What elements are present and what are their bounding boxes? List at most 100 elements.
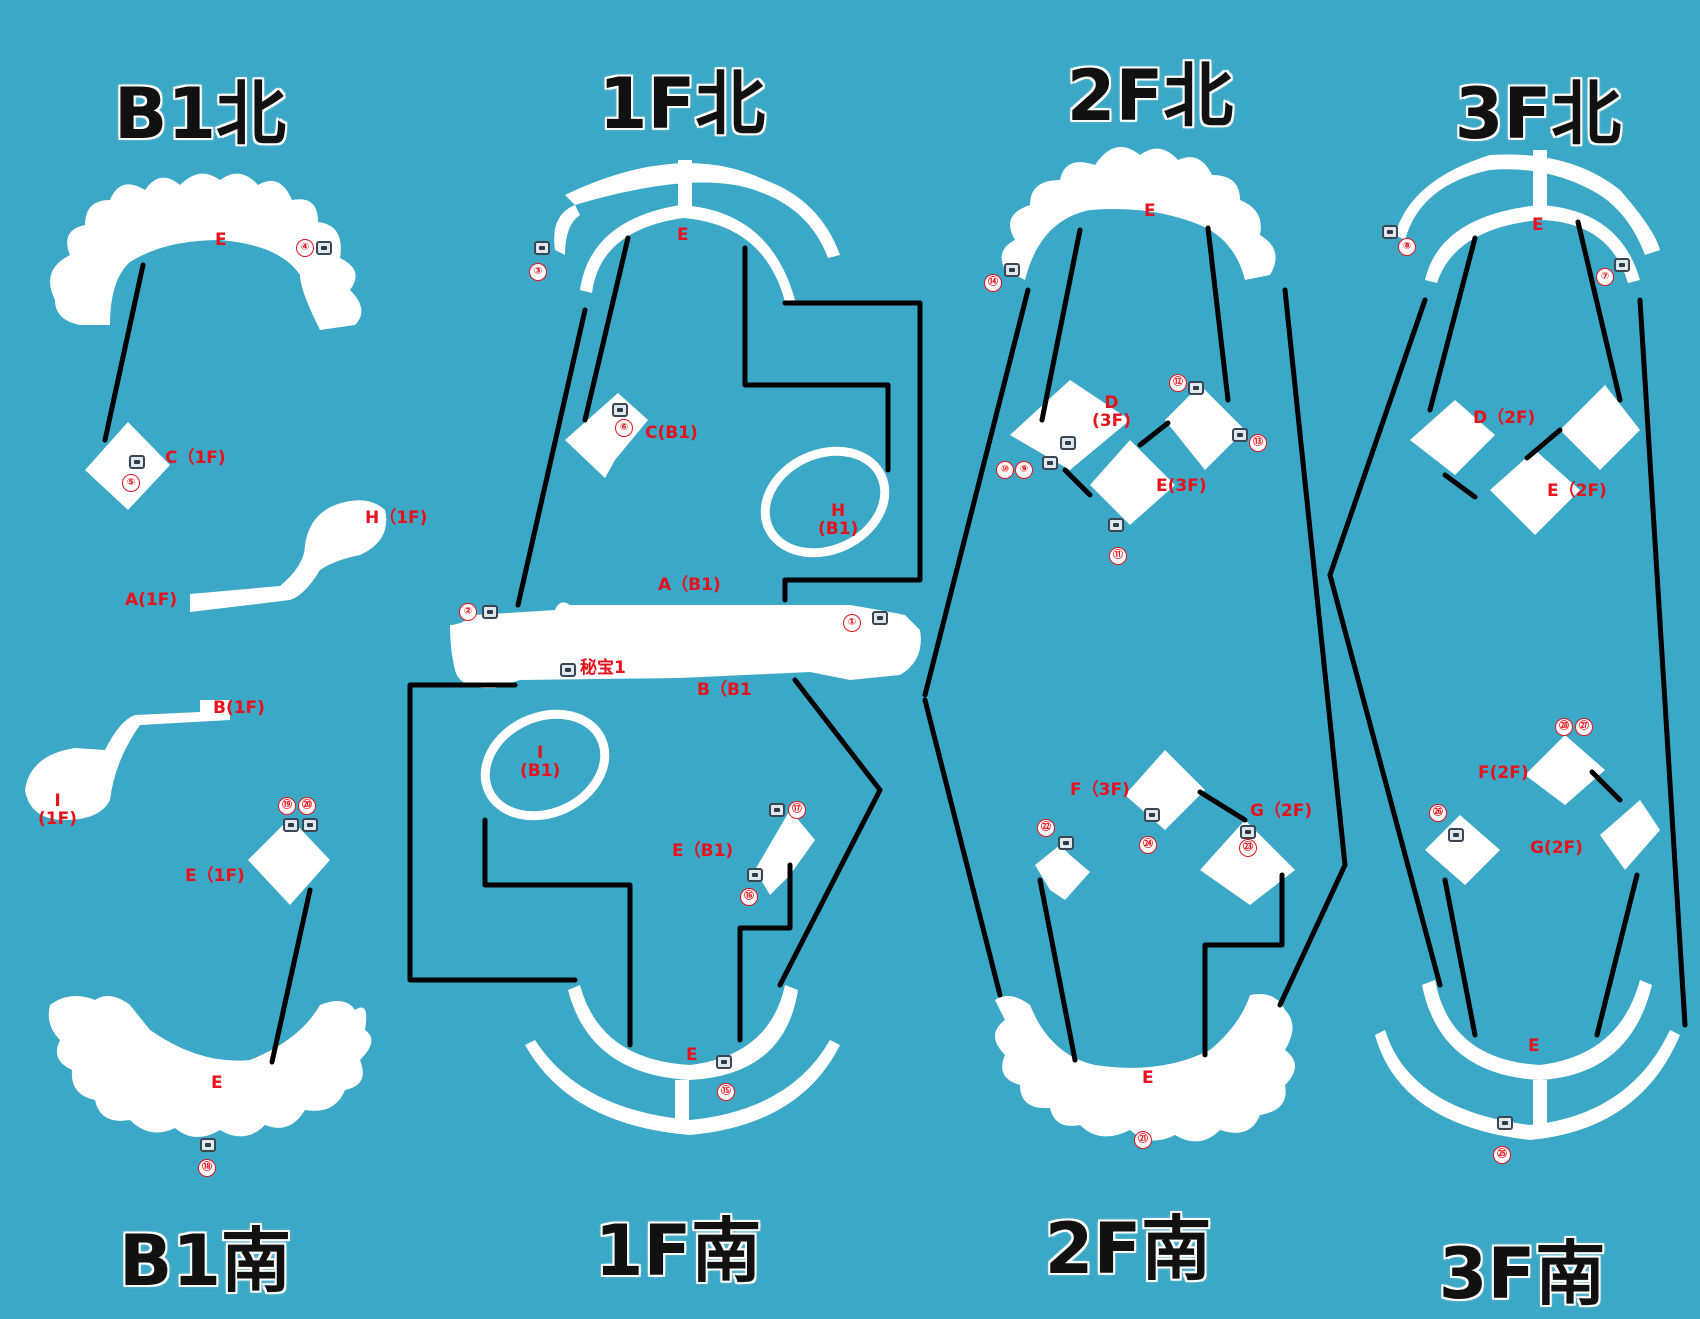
chest-icon[interactable] xyxy=(1042,456,1058,470)
label-b1-e-mid: E（1F) xyxy=(185,866,245,886)
chest-number-18: ⑱ xyxy=(198,1159,216,1177)
f3-room-right xyxy=(1560,385,1640,470)
chest-number-7: ⑦ xyxy=(1596,268,1614,286)
chest-number-20: ⑳ xyxy=(298,797,316,815)
label-b1-b: B(1F) xyxy=(213,698,265,718)
chest-number-17: ⑰ xyxy=(788,801,806,819)
f3-north-spoke xyxy=(1533,150,1547,210)
label-3f-f: F(2F) xyxy=(1478,763,1529,783)
f3-room-d xyxy=(1410,400,1495,475)
chest-icon[interactable] xyxy=(1144,808,1160,822)
label-b1-i-line1: I xyxy=(54,791,61,811)
chest-icon[interactable] xyxy=(302,818,318,832)
chest-number-16: ⑯ xyxy=(740,888,758,906)
chest-icon[interactable] xyxy=(716,1055,732,1069)
chest-number-3: ③ xyxy=(529,263,547,281)
chest-icon[interactable] xyxy=(1188,381,1204,395)
chest-icon[interactable] xyxy=(1058,836,1074,850)
chest-number-9: ⑨ xyxy=(1015,461,1033,479)
chest-number-21: ㉑ xyxy=(1134,1131,1152,1149)
label-1f-treasure: 秘宝1 xyxy=(580,658,626,678)
f1-north-outer-arc xyxy=(565,163,840,258)
label-1f-e-mid: E（B1) xyxy=(672,841,734,861)
chest-number-4: ④ xyxy=(296,239,314,257)
b1-room-e xyxy=(248,818,330,905)
chest-icon[interactable] xyxy=(283,818,299,832)
label-1f-h-line2: (B1) xyxy=(818,518,859,539)
chest-icon[interactable] xyxy=(200,1138,216,1152)
chest-icon[interactable] xyxy=(1497,1116,1513,1130)
chest-number-22: ㉒ xyxy=(1037,819,1055,837)
chest-number-6: ⑥ xyxy=(615,419,633,437)
chest-number-25: ㉕ xyxy=(1493,1146,1511,1164)
b1-room-b xyxy=(25,700,230,820)
label-1f-e-top: E xyxy=(677,225,689,245)
chest-number-10: ⑩ xyxy=(996,461,1014,479)
floor-title-2f-south: 2F南 xyxy=(1043,1207,1213,1292)
label-3f-d: D（2F) xyxy=(1473,408,1536,428)
b1-room-c xyxy=(85,422,170,510)
label-b1-c: C（1F) xyxy=(165,448,226,468)
chest-number-15: ⑮ xyxy=(717,1083,735,1101)
chest-icon[interactable] xyxy=(1448,828,1464,842)
label-1f-b: B（B1 xyxy=(697,680,752,700)
chest-icon[interactable] xyxy=(1232,428,1248,442)
f2-room-d xyxy=(1010,380,1130,470)
f1-south-inner-arc xyxy=(568,985,798,1080)
label-1f-h-line1: H xyxy=(831,501,846,521)
label-b1-h: H（1F) xyxy=(365,508,428,528)
f3-north-inner-arc xyxy=(1425,205,1640,283)
label-2f-g: G（2F) xyxy=(1250,801,1313,821)
label-1f-h: H (B1) xyxy=(818,501,859,539)
chest-icon[interactable] xyxy=(1382,225,1398,239)
chest-icon[interactable] xyxy=(482,605,498,619)
chest-icon[interactable] xyxy=(316,241,332,255)
chest-number-5: ⑤ xyxy=(122,474,140,492)
b1-south-arc xyxy=(48,996,372,1138)
chest-icon[interactable] xyxy=(534,241,550,255)
f1-north-spoke xyxy=(678,160,692,210)
chest-icon[interactable] xyxy=(1614,258,1630,272)
floor-title-b1-south: B1南 xyxy=(117,1219,292,1304)
f1-ring-i xyxy=(480,709,610,821)
floor-title-1f-north: 1F北 xyxy=(597,62,767,147)
chest-icon[interactable] xyxy=(1004,263,1020,277)
floor-title-2f-north: 2F北 xyxy=(1065,54,1235,139)
label-1f-a: A（B1) xyxy=(658,575,721,595)
chest-icon[interactable] xyxy=(747,868,763,882)
floor-title-3f-north: 3F北 xyxy=(1453,72,1623,157)
label-2f-d: D (3F) xyxy=(1092,394,1131,431)
label-b1-i: I (1F) xyxy=(38,791,77,829)
f2-room-22 xyxy=(1035,845,1090,900)
f3-room-e xyxy=(1490,450,1580,535)
f3-room-26 xyxy=(1425,815,1500,885)
f3-north-outer-arc xyxy=(1395,154,1660,255)
f3-south-spoke xyxy=(1533,1080,1547,1125)
label-1f-i: I (B1) xyxy=(520,743,560,781)
f1-room-e-south xyxy=(755,810,815,895)
chest-number-26: ㉖ xyxy=(1429,804,1447,822)
chest-icon[interactable] xyxy=(1108,518,1124,532)
chest-icon[interactable] xyxy=(769,803,785,817)
label-b1-i-line2: (1F) xyxy=(38,808,77,829)
chest-number-24: ㉔ xyxy=(1139,836,1157,854)
f3-room-f xyxy=(1525,735,1605,805)
chest-number-8: ⑧ xyxy=(1398,238,1416,256)
chest-number-28: ㉘ xyxy=(1555,718,1573,736)
chest-icon[interactable] xyxy=(612,403,628,417)
chest-number-1: ① xyxy=(843,614,861,632)
chest-icon[interactable] xyxy=(872,611,888,625)
chest-icon[interactable] xyxy=(1240,825,1256,839)
chest-icon[interactable] xyxy=(560,663,576,677)
label-2f-e-bottom: E xyxy=(1142,1068,1154,1088)
f2-south-arc xyxy=(995,994,1295,1142)
floor-title-3f-south: 3F南 xyxy=(1437,1232,1607,1317)
label-1f-i-line1: I xyxy=(537,743,544,763)
label-3f-e-mid: E（2F) xyxy=(1547,481,1607,501)
f1-ring-h xyxy=(760,446,890,558)
chest-number-2: ② xyxy=(459,603,477,621)
chest-icon[interactable] xyxy=(129,455,145,469)
chest-icon[interactable] xyxy=(1060,436,1076,450)
